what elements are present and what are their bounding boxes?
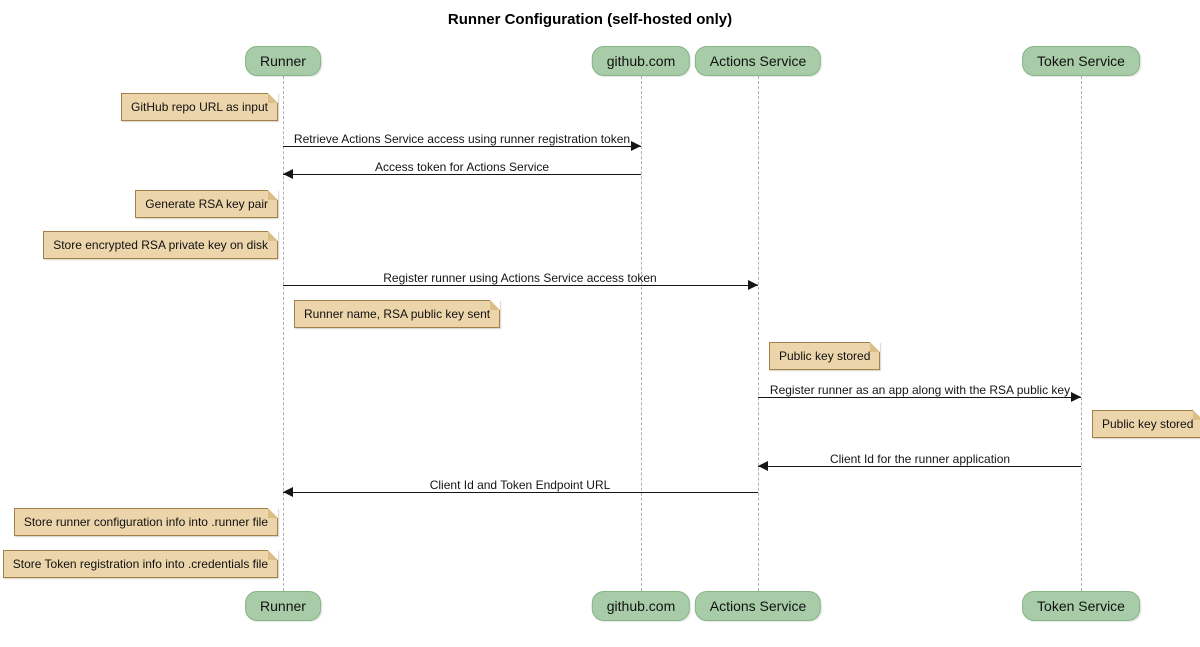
lifeline-token-service <box>1081 76 1082 591</box>
message-line <box>283 146 641 147</box>
diagram-title: Runner Configuration (self-hosted only) <box>447 11 733 28</box>
message-line <box>758 466 1081 467</box>
message-label: Register runner using Actions Service ac… <box>383 271 657 285</box>
message-label: Access token for Actions Service <box>374 160 550 174</box>
arrowhead-left-icon <box>283 487 293 497</box>
participant-github-top: github.com <box>591 46 691 76</box>
message-line <box>283 285 758 286</box>
lifeline-actions-service <box>758 76 759 591</box>
note-store-runner-file: Store runner configuration info into .ru… <box>13 508 279 536</box>
note-store-credentials-file: Store Token registration info into .cred… <box>2 550 279 578</box>
participant-runner-top: Runner <box>245 46 321 76</box>
message-label: Retrieve Actions Service access using ru… <box>293 132 631 146</box>
participant-token-service-bottom: Token Service <box>1022 591 1140 621</box>
note-public-key-stored-actions: Public key stored <box>769 342 881 370</box>
message-line <box>758 397 1081 398</box>
lifeline-runner <box>283 76 284 591</box>
note-generate-rsa-key: Generate RSA key pair <box>135 190 278 218</box>
note-public-key-stored-token: Public key stored <box>1092 410 1200 438</box>
note-store-private-key: Store encrypted RSA private key on disk <box>43 231 278 259</box>
message-label: Register runner as an app along with the… <box>769 383 1071 397</box>
arrowhead-right-icon <box>1071 392 1081 402</box>
arrowhead-left-icon <box>758 461 768 471</box>
message-line <box>283 492 758 493</box>
participant-runner-bottom: Runner <box>245 591 321 621</box>
lifeline-github <box>641 76 642 591</box>
arrowhead-right-icon <box>748 280 758 290</box>
message-label: Client Id and Token Endpoint URL <box>429 478 611 492</box>
participant-github-bottom: github.com <box>591 591 691 621</box>
arrowhead-left-icon <box>283 169 293 179</box>
message-line <box>283 174 641 175</box>
participant-actions-service-top: Actions Service <box>694 46 822 76</box>
message-label: Client Id for the runner application <box>829 452 1011 466</box>
note-runner-name-sent: Runner name, RSA public key sent <box>294 300 501 328</box>
arrowhead-right-icon <box>631 141 641 151</box>
participant-token-service-top: Token Service <box>1022 46 1140 76</box>
participant-actions-service-bottom: Actions Service <box>694 591 822 621</box>
note-github-repo-url: GitHub repo URL as input <box>121 93 278 121</box>
